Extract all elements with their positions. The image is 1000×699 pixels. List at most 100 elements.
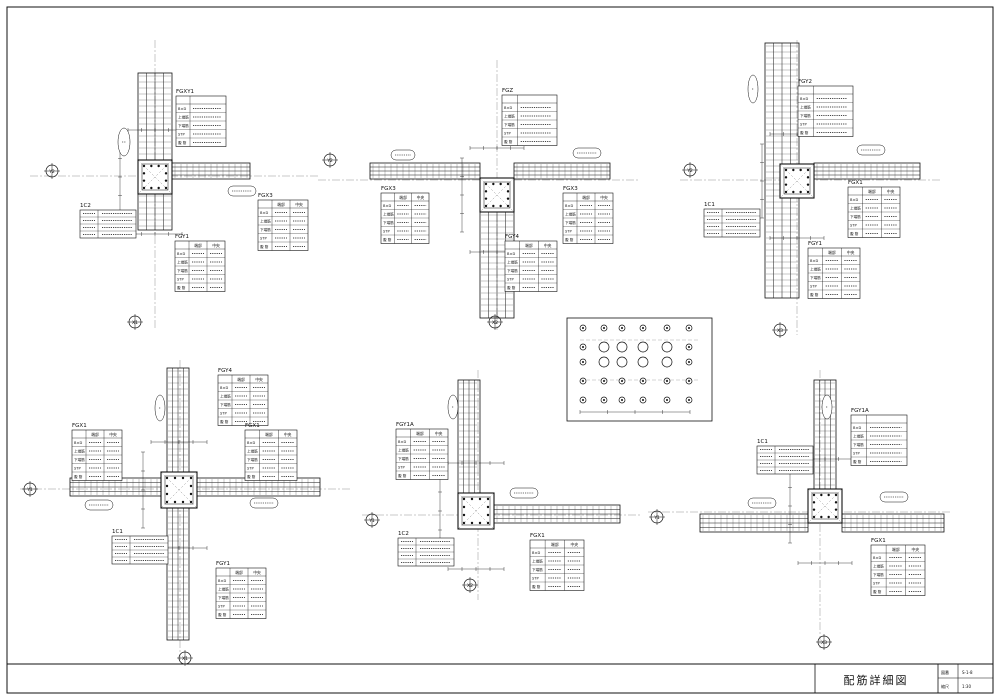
anchor-bolt xyxy=(618,324,626,332)
column-rebar xyxy=(462,513,466,517)
schedule-row-label: STP xyxy=(810,285,817,289)
schedule-header: 中央 xyxy=(544,243,552,248)
schedule-label: FGY1 xyxy=(175,234,189,240)
schedule-row-label: STP xyxy=(218,605,225,609)
schedule-row-label: 上端筋 xyxy=(873,564,884,569)
schedule-row-label: 下端筋 xyxy=(178,123,189,128)
column-diagonal xyxy=(137,159,173,195)
column-rebar xyxy=(165,492,169,496)
schedule-row-label: STP xyxy=(532,577,539,581)
column-rebar xyxy=(189,492,193,496)
schedule-row-label: STP xyxy=(873,582,880,586)
schedule-row-label: STP xyxy=(565,230,572,234)
anchor-bolt xyxy=(600,377,608,385)
anchor-bolt xyxy=(579,358,587,366)
anchor-bolt-center xyxy=(582,399,584,401)
column-diagonal xyxy=(479,177,515,213)
schedule-row-label: STP xyxy=(383,230,390,234)
schedule-table xyxy=(174,240,226,292)
column-rebar xyxy=(142,172,146,175)
anchor-bolt-center xyxy=(603,327,605,329)
anchor-bolt xyxy=(685,343,693,351)
column-rebar xyxy=(834,501,838,504)
schedule-row-label: 上端筋 xyxy=(247,449,258,454)
column-rebar xyxy=(492,182,495,186)
column-rebar xyxy=(792,168,795,172)
schedule-label: FGX1 xyxy=(72,423,87,429)
schedule-row-label: B×D xyxy=(218,579,226,583)
column-rebar xyxy=(820,515,823,519)
column-rebar xyxy=(173,476,177,480)
column-rebar xyxy=(478,497,482,501)
schedule-row-label: 下端筋 xyxy=(504,122,515,127)
schedule-row-label: 下端筋 xyxy=(800,113,811,118)
schedule-row-label: 上端筋 xyxy=(260,219,271,224)
schedule-header: 中央 xyxy=(435,431,443,436)
schedule-row-label: 上端筋 xyxy=(810,267,821,272)
column-hoop xyxy=(811,492,839,520)
anchor-bolt xyxy=(579,343,587,351)
schedule-header: 中央 xyxy=(284,432,292,437)
schedule-label: FGY1 xyxy=(808,241,822,247)
schedule-header: 端部 xyxy=(399,195,407,200)
schedule-header: 端部 xyxy=(91,432,99,437)
anchor-bolt xyxy=(637,341,649,353)
column-rebar xyxy=(462,505,466,509)
schedule-header: 端部 xyxy=(551,542,559,547)
schedule-row-label: 上端筋 xyxy=(74,449,85,454)
schedule-header: 端部 xyxy=(194,243,202,248)
schedule-row-label: 下端筋 xyxy=(74,457,85,462)
anchor-bolt-center xyxy=(688,361,690,363)
schedule-label: FGY4 xyxy=(218,368,233,374)
schedule-header: 端部 xyxy=(525,243,533,248)
schedule-row-label: 腹 筋 xyxy=(850,231,859,236)
grid-mark-label: Y2 xyxy=(686,168,693,174)
schedule-row-label: B×D xyxy=(507,252,515,256)
column-rebar xyxy=(799,190,802,194)
schedule-row-label: 上端筋 xyxy=(532,559,543,564)
schedule-table xyxy=(395,428,449,480)
schedule-row-label: STP xyxy=(260,237,267,241)
grid-mark-label: Y2 xyxy=(48,169,55,175)
column-rebar xyxy=(799,168,802,172)
callout-bubble xyxy=(117,127,131,157)
schedule-table xyxy=(501,94,558,146)
column-rebar xyxy=(506,190,510,193)
detail-1: Y2X1FGXY1B×D上端筋下端筋STP腹 筋FGX3端部中央B×D上端筋下端… xyxy=(30,40,320,330)
schedule-header: 中央 xyxy=(295,202,303,207)
schedule-row-label: STP xyxy=(177,278,184,282)
schedule-table xyxy=(71,429,123,481)
column-schedule-label: 1C2 xyxy=(398,531,409,537)
anchor-bolt-center xyxy=(621,380,623,382)
schedule-row-label: 腹 筋 xyxy=(504,139,513,144)
column-rebar xyxy=(784,183,788,186)
column-diagonal xyxy=(160,471,198,509)
anchor-bolt xyxy=(661,356,673,368)
column-hoop xyxy=(483,181,511,209)
schedule-row-label: 腹 筋 xyxy=(507,285,516,290)
schedule-header: 端部 xyxy=(828,250,836,255)
column-rebar xyxy=(484,197,488,200)
schedule-label: FGX1 xyxy=(530,533,545,539)
schedule-row-label: 上端筋 xyxy=(850,206,861,211)
schedule-row-label: 下端筋 xyxy=(398,456,409,461)
anchor-bolt xyxy=(663,324,671,332)
column-schedule-label: 1C1 xyxy=(704,202,715,208)
schedule-label: FGY1 xyxy=(216,561,230,567)
anchor-bolt-center xyxy=(642,380,644,382)
schedule-row-label: 下端筋 xyxy=(177,268,188,273)
schedule-label: FGX3 xyxy=(381,186,396,192)
anchor-bolt-center xyxy=(642,399,644,401)
grid-mark-label: Y2 xyxy=(326,158,333,164)
schedule-table xyxy=(807,247,861,299)
schedule-row-label: 下端筋 xyxy=(532,567,543,572)
schedule-row-label: 腹 筋 xyxy=(177,285,186,290)
schedule-header: 中央 xyxy=(212,243,220,248)
sheet-border xyxy=(6,6,994,694)
column-rebar xyxy=(484,190,488,193)
schedule-table xyxy=(797,85,854,137)
anchor-bolt xyxy=(685,377,693,385)
schedule-table xyxy=(850,414,908,466)
anchor-bolt xyxy=(600,324,608,332)
schedule-header: 中央 xyxy=(255,377,263,382)
